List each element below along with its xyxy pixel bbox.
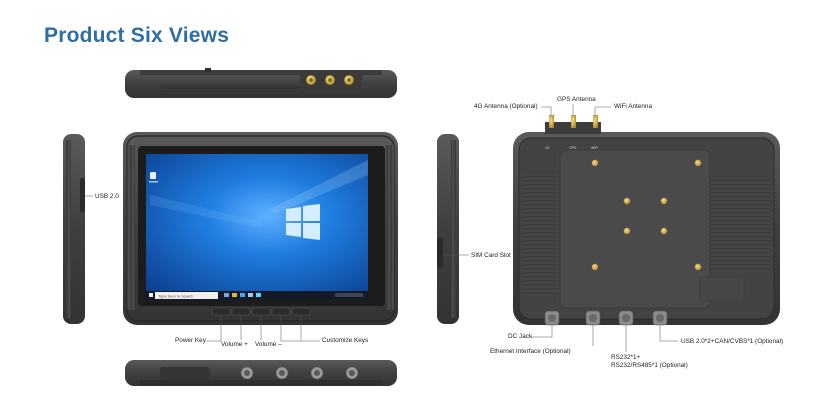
top-view [125,68,397,98]
label-power-key: Power Key [175,337,206,344]
cooling-vent [700,180,770,270]
right-side-view [437,134,469,324]
label-rs232-line2: RS232/RS485*1 (Optional) [611,362,688,369]
label-gps-antenna: GPS Antenna [557,96,596,103]
back-view: 4G GPS WiFi [513,115,780,326]
label-dc-jack: DC Jack [508,333,533,340]
svg-text:4G: 4G [545,146,550,150]
windows-logo-icon [286,204,320,240]
customize-key-button-1 [271,307,291,316]
label-rs232-line1: RS232*1+ [611,354,641,361]
back-antennas: 4G GPS WiFi [545,115,601,150]
back-connectors [544,310,668,326]
taskbar-search-box [155,292,218,299]
label-usb-can-cvbs: USB 2.0*2+CAN/CVBS*1 (Optional) [681,338,784,345]
label-usb: USB 2.0 [95,193,119,200]
recycle-bin-icon [149,172,158,183]
tablet-screen [146,154,368,291]
taskbar-search-placeholder: Type here to search [158,293,193,298]
label-sim-card-slot: SIM Card Slot [471,252,511,259]
label-customize-keys: Customize Keys [322,337,369,344]
label-volume-down: Volume – [255,341,282,348]
page-title: Product Six Views [44,24,230,47]
label-4g-antenna: 4G Antenna (Optional) [474,103,538,110]
top-antenna-connectors [305,74,355,86]
left-side-view [63,134,93,324]
label-ethernet-interface: Ethernet Interface (Optional) [490,348,571,355]
svg-text:GPS: GPS [569,146,577,150]
leader-lines [206,104,678,352]
bottom-connectors [240,366,359,380]
start-icon [149,293,153,297]
front-view: Type here to search [123,132,398,325]
svg-text:WiFi: WiFi [591,146,598,150]
label-wifi-antenna: WiFi Antenna [614,103,653,110]
volume-up-button [231,307,251,316]
front-buttons [211,307,311,316]
mounting-screws [591,159,702,271]
volume-down-button [251,307,271,316]
power-key-button [211,307,231,316]
bottom-view [125,360,397,386]
label-volume-up: Volume + [221,341,248,348]
customize-key-button-2 [291,307,311,316]
sim-slot-cover [437,238,443,268]
